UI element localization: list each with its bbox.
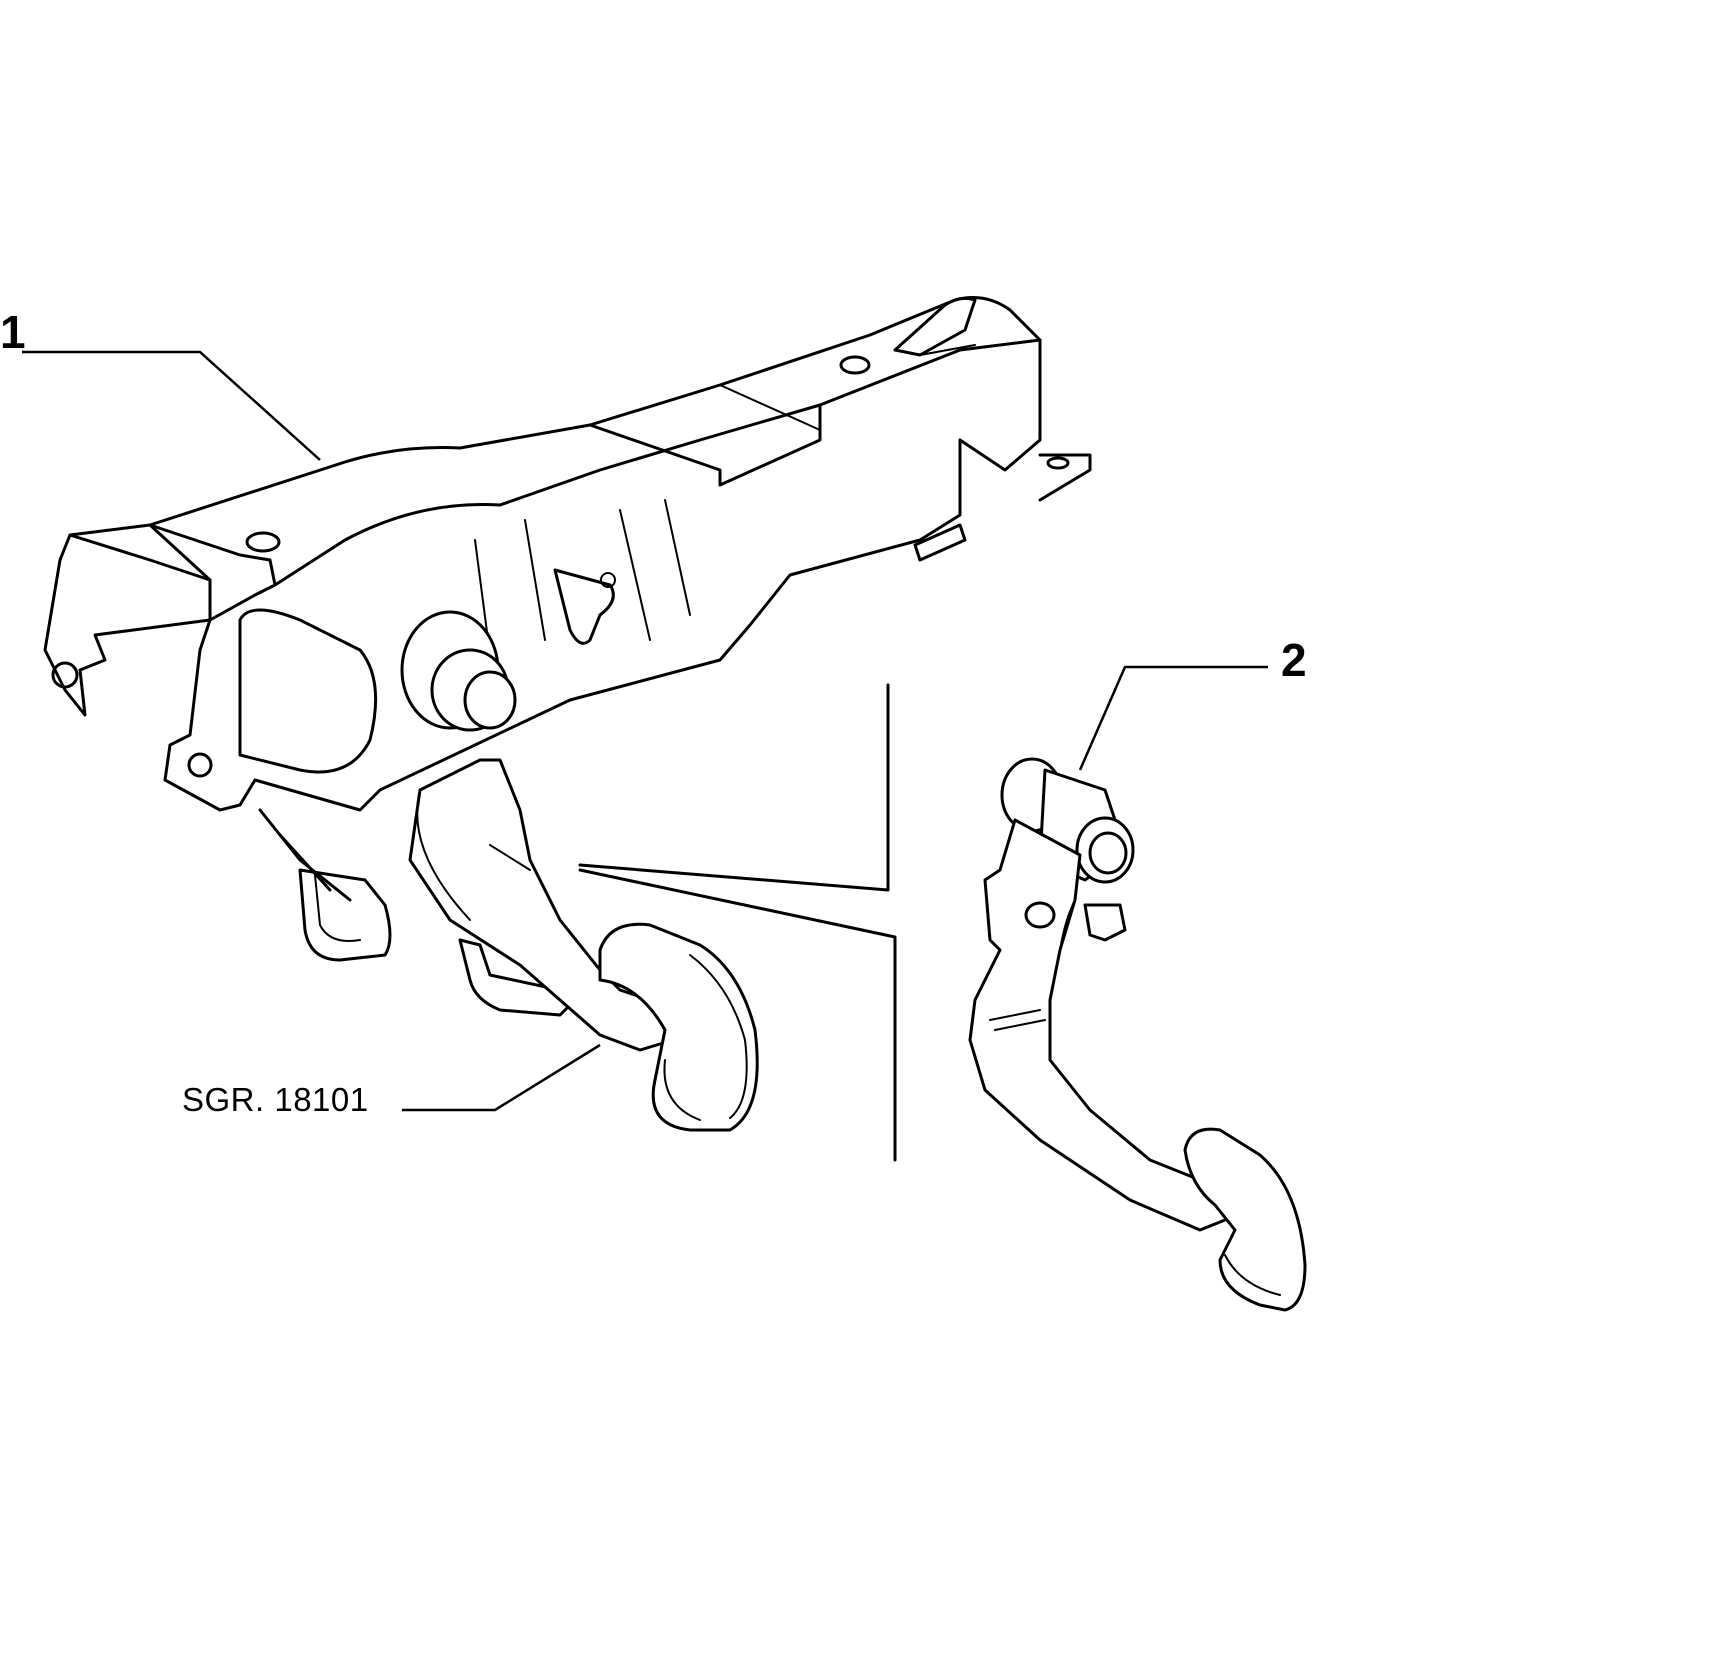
separation-lines (578, 683, 897, 1162)
callout-number-2: 2 (1281, 634, 1307, 686)
leader-lines (22, 350, 1268, 1112)
callout-number-1: 1 (0, 306, 26, 358)
leader-line-sgr (402, 1043, 601, 1112)
pedal-bracket-drawing (43, 296, 1092, 1132)
reference-label: SGR. 18101 (182, 1081, 369, 1118)
brake-pedal-drawing (968, 757, 1307, 1312)
leader-line-1 (22, 350, 321, 461)
leader-line-2 (1078, 665, 1268, 771)
